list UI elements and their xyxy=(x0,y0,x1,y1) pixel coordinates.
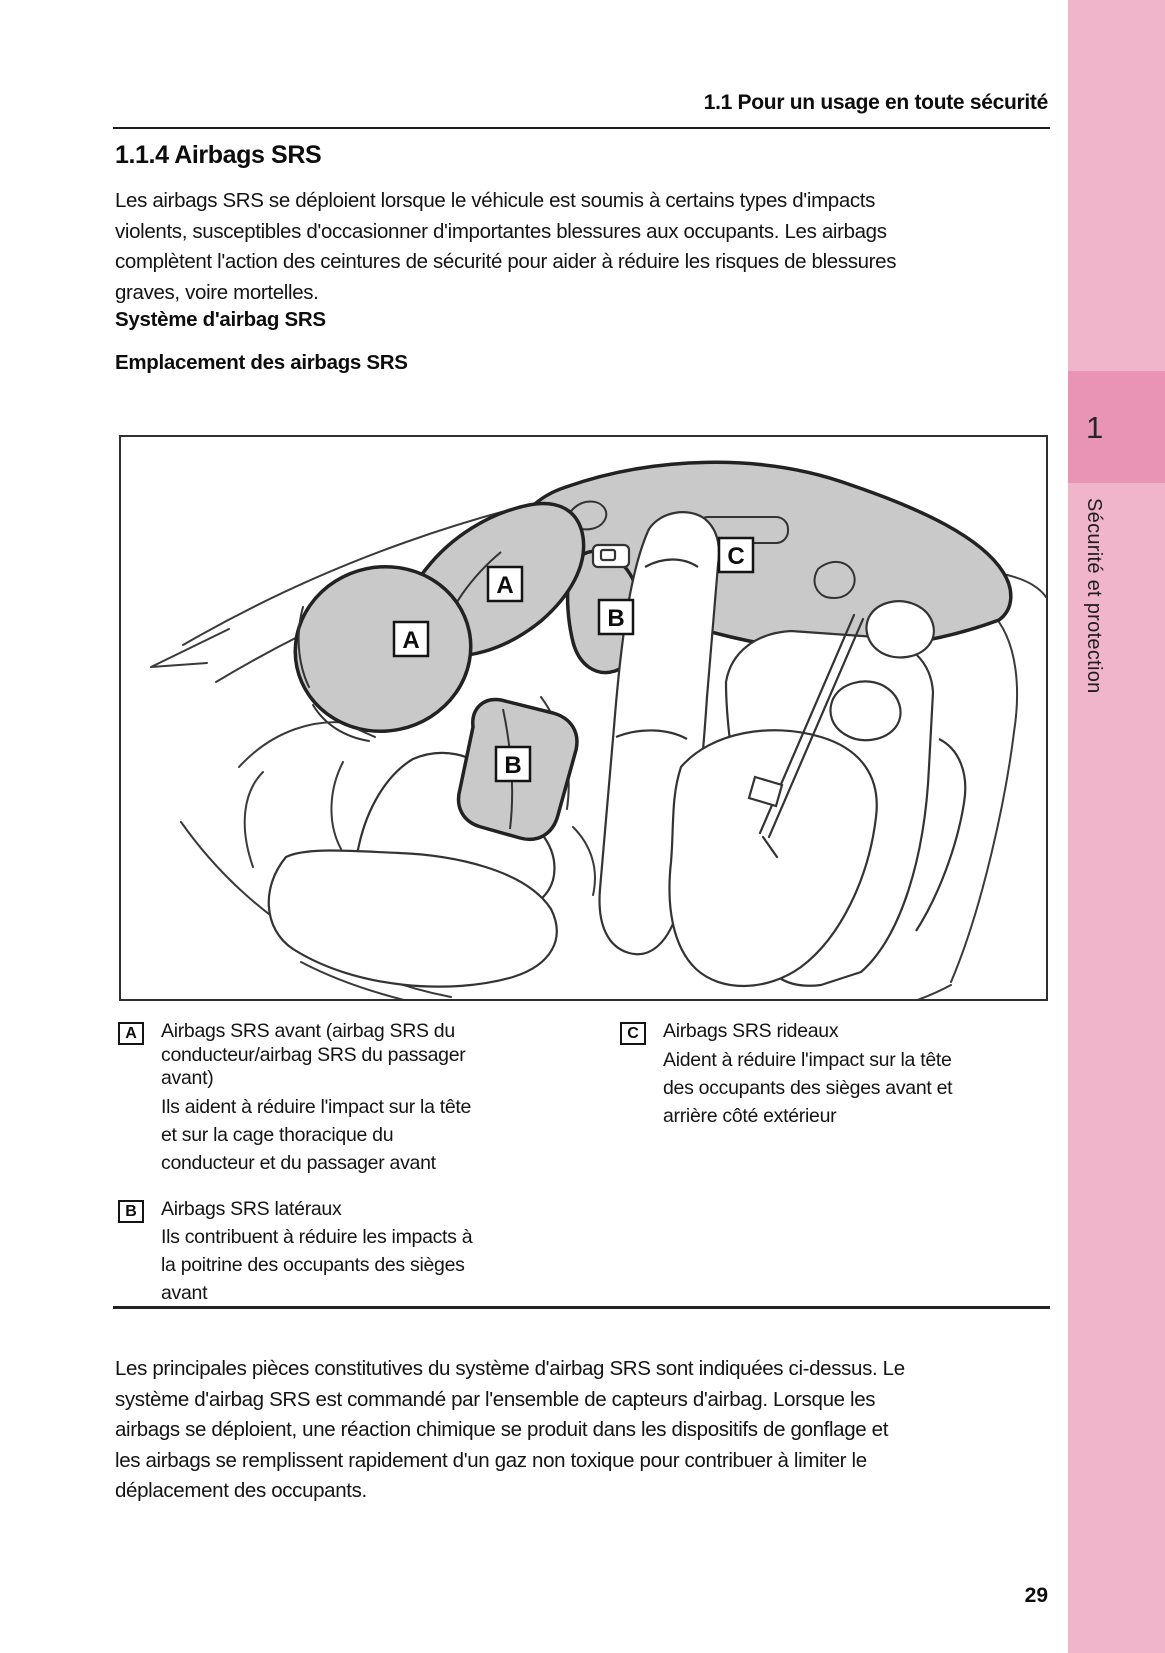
legend-column-2: C Airbags SRS rideaux Aident à réduire l… xyxy=(617,1020,1048,1130)
section-title: 1.1.4 Airbags SRS xyxy=(115,141,322,169)
closing-paragraph: Les principales pièces constitutives du … xyxy=(115,1357,905,1502)
subheading-airbag-system: Système d'airbag SRS xyxy=(115,308,326,331)
legend-column-1: A Airbags SRS avant (airbag SRS du condu… xyxy=(115,1020,575,1307)
legend-key-b: B xyxy=(118,1199,144,1223)
legend-bottom-rule xyxy=(113,1306,1050,1309)
label-B-lower: B xyxy=(494,745,532,783)
driver-airbag-fold-3 xyxy=(356,728,376,738)
diagram-labels: A A B B C xyxy=(392,536,755,783)
seatbelt-anchor xyxy=(761,835,779,859)
intro-paragraph: Les airbags SRS se déploient lorsque le … xyxy=(115,189,897,304)
chapter-sidebar: 1 Sécurité et protection xyxy=(1068,0,1165,1653)
grab-handle-right xyxy=(813,560,856,600)
dash-line-2 xyxy=(243,771,264,868)
airbag-location-diagram: A A B B C xyxy=(119,435,1048,1001)
seatbelt-buckle xyxy=(747,775,784,808)
cluster-arc xyxy=(330,761,344,850)
legend-title-c: Airbags SRS rideaux xyxy=(663,1020,839,1042)
rear-armrest-line xyxy=(915,738,967,932)
legend-desc-a: Ils aident à réduire l'impact sur la têt… xyxy=(161,1095,472,1174)
page-number: 29 xyxy=(1024,1584,1048,1607)
a-pillar-line xyxy=(150,628,230,668)
legend-desc-b: Ils contribuent à réduire les impacts à … xyxy=(161,1226,473,1304)
legend-key-a: A xyxy=(118,1022,144,1045)
rear-headrest-1 xyxy=(865,600,935,659)
svg-text:B: B xyxy=(504,752,521,779)
chapter-number-tab: 1 xyxy=(1068,371,1165,483)
subheading-airbag-locations: Emplacement des airbags SRS xyxy=(115,351,408,374)
car-interior-illustration: A A B B C xyxy=(150,460,1046,999)
shelf-line xyxy=(1002,573,1046,598)
rear-headrest-2 xyxy=(829,680,902,742)
floor-line xyxy=(300,961,405,999)
driver-airbag-shape xyxy=(293,564,473,734)
window-switch-inner xyxy=(599,548,617,562)
legend-item-b: B Airbags SRS latéraux Ils contribuent à… xyxy=(115,1198,575,1308)
legend-key-c: C xyxy=(620,1022,646,1045)
driver-seat-cushion xyxy=(267,849,558,988)
dash-line-1 xyxy=(238,721,362,768)
legend-desc-c: Aident à réduire l'impact sur la tête de… xyxy=(663,1048,953,1127)
rear-bench-cushion xyxy=(668,729,878,988)
driver-airbag-fold-1 xyxy=(297,606,310,688)
chapter-number: 1 xyxy=(1086,409,1104,445)
passenger-seat-line xyxy=(615,558,699,740)
header-rule xyxy=(113,127,1050,129)
chapter-title-vertical: Sécurité et protection xyxy=(1083,498,1105,694)
label-C-curtain: C xyxy=(717,536,755,574)
legend-item-c: C Airbags SRS rideaux Aident à réduire l… xyxy=(617,1020,1048,1130)
label-B-upper: B xyxy=(597,598,635,636)
legend-title-a: Airbags SRS avant (airbag SRS du conduct… xyxy=(161,1020,466,1089)
driver-airbag-fold-2 xyxy=(312,704,370,742)
svg-text:A: A xyxy=(402,627,419,654)
svg-text:A: A xyxy=(496,572,513,599)
label-A-driver: A xyxy=(392,620,430,658)
running-header: 1.1 Pour un usage en toute sécurité xyxy=(703,91,1049,114)
svg-text:C: C xyxy=(727,543,744,570)
legend-title-b: Airbags SRS latéraux xyxy=(161,1197,342,1220)
label-A-passenger: A xyxy=(486,565,524,603)
body-side-line xyxy=(950,621,1019,983)
legend-item-a: A Airbags SRS avant (airbag SRS du condu… xyxy=(115,1020,575,1177)
svg-text:B: B xyxy=(607,605,624,632)
floor-right-line xyxy=(916,984,952,999)
